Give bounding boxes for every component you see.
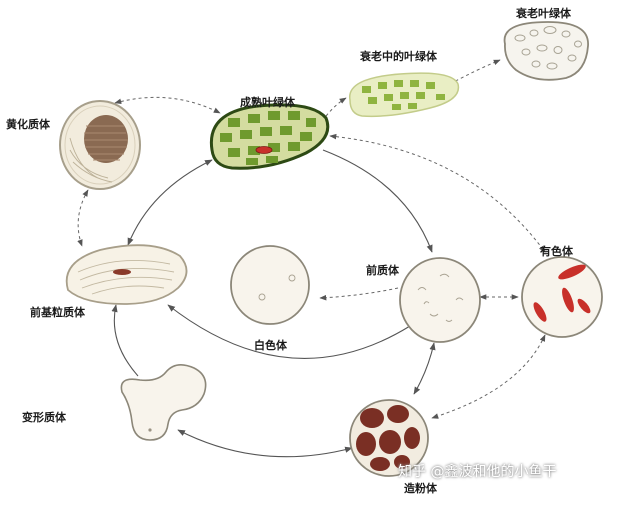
chromoplast-shape — [521, 256, 603, 338]
edge-proplastid-leucoplast — [319, 287, 399, 301]
amyloplast-label: 造粉体 — [404, 482, 437, 495]
edge-prolamellar-mature — [127, 159, 213, 246]
edge-proplastid-prolamellar — [167, 304, 411, 359]
edge-mature-proplastid — [322, 149, 433, 253]
senescent-chloroplast-label: 衰老叶绿体 — [516, 7, 571, 20]
amoeboid-plastid-label: 变形质体 — [22, 411, 66, 424]
leucoplast-label: 白色体 — [254, 339, 287, 352]
amoeboid-plastid-shape — [120, 364, 207, 441]
edge-etioplast-mature — [114, 96, 221, 114]
edge-amyloplast-amoeboid — [177, 429, 353, 458]
etioplast-label: 黄化质体 — [6, 118, 50, 131]
chromoplast-label: 有色体 — [540, 245, 573, 258]
edge-proplastid-amyloplast — [413, 342, 436, 395]
amyloplast-shape — [349, 399, 429, 477]
edge-etioplast-prolamellar — [77, 189, 89, 247]
edge-senescing-senescent — [449, 59, 501, 85]
etioplast-shape — [59, 100, 141, 190]
mature-chloroplast-shape — [209, 103, 330, 170]
watermark: 知乎 @鑫波和他的小鱼干 — [398, 464, 557, 480]
proplastid-label: 前质体 — [366, 264, 399, 277]
proplastid-shape — [399, 257, 481, 343]
edge-mature-senescing — [325, 97, 347, 117]
senescing-chloroplast-shape — [349, 72, 460, 118]
edge-chromoplast-amyloplast — [431, 334, 546, 419]
prolamellar-plastid-label: 前基粒质体 — [30, 306, 85, 319]
leucoplast-shape — [230, 245, 310, 325]
edge-amoeboid-prolamellar — [111, 304, 139, 377]
senescing-chloroplast-label: 衰老中的叶绿体 — [360, 50, 437, 63]
mature-chloroplast-label: 成熟叶绿体 — [240, 96, 295, 109]
senescent-chloroplast-shape — [503, 21, 589, 81]
edge-mature-chromoplast — [329, 133, 546, 253]
prolamellar-plastid-shape — [65, 244, 188, 305]
